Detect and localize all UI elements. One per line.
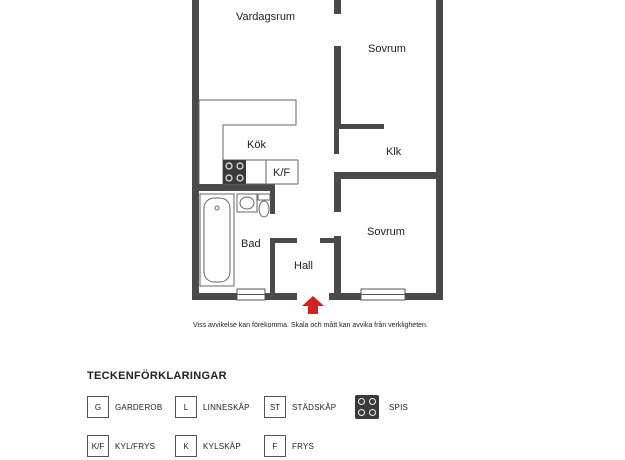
bathroom-fixtures bbox=[236, 193, 271, 218]
walls bbox=[192, 0, 443, 300]
legend-code-box: F bbox=[264, 435, 286, 457]
legend-item-spis: SPIS bbox=[355, 394, 408, 420]
legend-item-stadskap: ST STÄDSKÅP bbox=[264, 394, 336, 420]
disclaimer-text: Viss avvikelse kan förekomma. Skala och … bbox=[193, 322, 428, 329]
legend-title: TECKENFÖRKLARINGAR bbox=[87, 370, 227, 382]
legend-label: LINNESKÅP bbox=[203, 402, 250, 412]
room-label-vardagsrum: Vardagsrum bbox=[236, 11, 296, 23]
room-label-hall: Hall bbox=[294, 260, 313, 272]
legend-code-box: ST bbox=[264, 396, 286, 418]
legend-item-frys: F FRYS bbox=[264, 433, 314, 459]
room-label-kf: K/F bbox=[273, 167, 291, 179]
legend-item-kylfrys: K/F KYL/FRYS bbox=[87, 433, 155, 459]
room-label-bad: Bad bbox=[241, 238, 261, 250]
room-label-sovrum-bottom: Sovrum bbox=[367, 226, 405, 238]
legend-label: SPIS bbox=[389, 402, 409, 412]
legend-code-box: G bbox=[87, 396, 109, 418]
stove bbox=[223, 160, 246, 184]
room-label-kok: Kök bbox=[247, 139, 266, 151]
entrance-arrow bbox=[302, 296, 324, 314]
legend-label: FRYS bbox=[292, 441, 314, 451]
legend-code-box: L bbox=[175, 396, 197, 418]
bathtub bbox=[199, 193, 235, 287]
stove-icon bbox=[355, 395, 379, 419]
legend-code-box: K/F bbox=[87, 435, 109, 457]
legend-item-garderob: G GARDEROB bbox=[87, 394, 162, 420]
windows bbox=[236, 288, 406, 301]
room-label-klk: Klk bbox=[386, 146, 402, 158]
legend-label: KYLSKÅP bbox=[203, 441, 241, 451]
legend-item-linneskap: L LINNESKÅP bbox=[175, 394, 250, 420]
legend-code-box: K bbox=[175, 435, 197, 457]
legend-item-kylskap: K KYLSKÅP bbox=[175, 433, 241, 459]
legend-label: GARDEROB bbox=[115, 402, 163, 412]
legend-label: KYL/FRYS bbox=[115, 441, 156, 451]
floor-plan bbox=[192, 0, 443, 314]
legend-label: STÄDSKÅP bbox=[292, 402, 337, 412]
room-label-sovrum-top: Sovrum bbox=[368, 43, 406, 55]
